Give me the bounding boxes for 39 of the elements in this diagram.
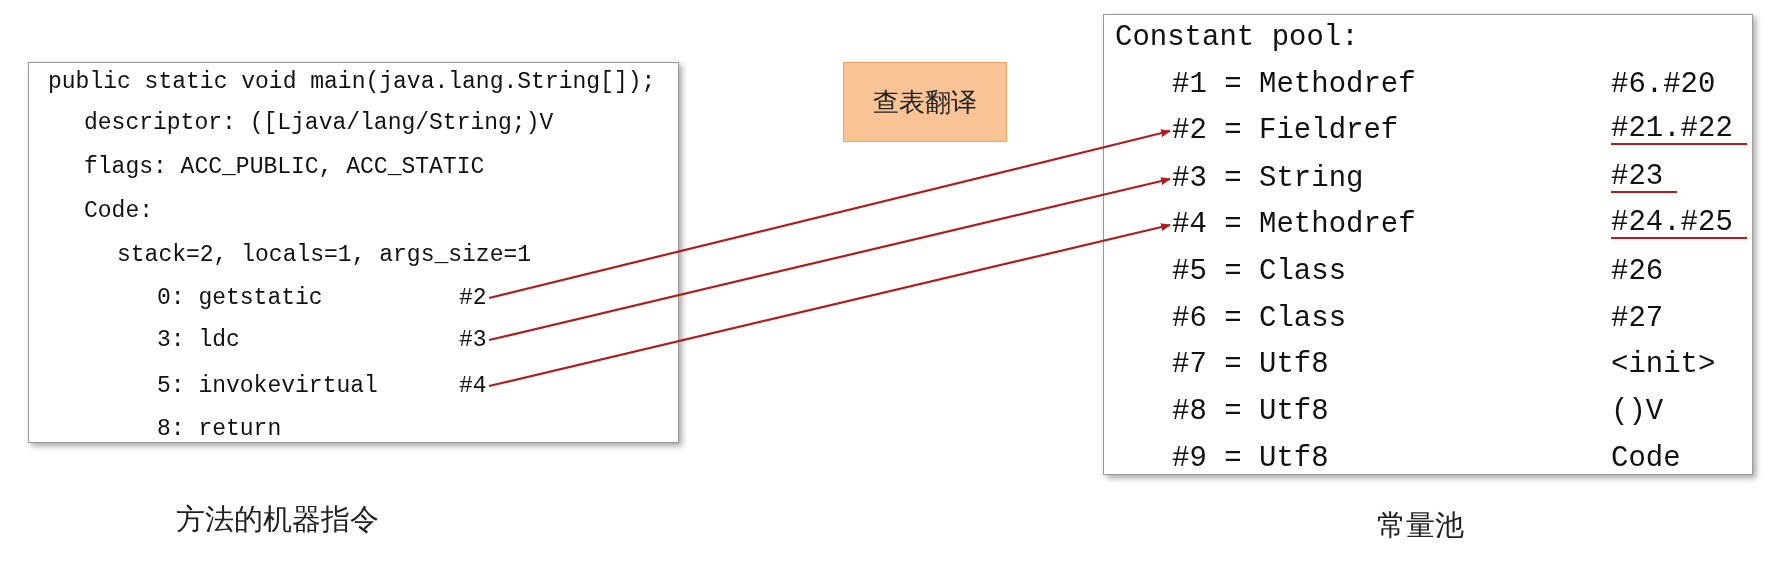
code-text: #8 = Utf8 — [1172, 396, 1329, 428]
reference-text: #24.#25 — [1611, 209, 1747, 239]
panel-label: 常量池 — [1376, 507, 1464, 544]
code-text: 0: getstatic — [157, 284, 323, 313]
arrow — [488, 129, 1171, 300]
reference-text: Code — [1611, 443, 1681, 475]
code-text: #4 = Methodref — [1172, 209, 1416, 241]
code-panel — [1103, 14, 1753, 475]
reference-text: #4 — [459, 372, 487, 401]
reference-text: #2 — [459, 284, 487, 313]
code-text: #9 = Utf8 — [1172, 443, 1329, 475]
code-text: #6 = Class — [1172, 303, 1347, 335]
arrow — [488, 223, 1171, 388]
code-text: 5: invokevirtual — [157, 372, 378, 401]
panel-heading: Constant pool: — [1115, 22, 1359, 54]
code-text: #3 = String — [1172, 163, 1364, 195]
code-line: descriptor: ([Ljava/lang/String;)V — [84, 107, 554, 139]
reference-text: #26 — [1611, 256, 1664, 288]
code-text: #2 = Fieldref — [1172, 115, 1399, 147]
label-box: 查表翻译 — [843, 62, 1007, 142]
reference-text: #27 — [1611, 303, 1664, 335]
code-text: #5 = Class — [1172, 256, 1347, 288]
code-text: #7 = Utf8 — [1172, 349, 1329, 381]
code-line: 8: return — [157, 413, 282, 445]
code-line: flags: ACC_PUBLIC, ACC_STATIC — [84, 151, 485, 183]
code-text: 3: ldc — [157, 326, 240, 355]
reference-text: #21.#22 — [1611, 115, 1747, 145]
arrow — [488, 177, 1171, 342]
code-panel — [28, 62, 679, 443]
panel-label: 方法的机器指令 — [175, 501, 379, 538]
reference-text: ()V — [1611, 396, 1664, 428]
reference-text: <init> — [1611, 349, 1716, 381]
reference-text: #23 — [1611, 163, 1678, 193]
code-text: #1 = Methodref — [1172, 69, 1416, 101]
reference-text: #3 — [459, 326, 487, 355]
code-line: stack=2, locals=1, args_size=1 — [117, 239, 532, 271]
reference-text: #6.#20 — [1611, 69, 1716, 101]
code-line: public static void main(java.lang.String[]); — [48, 66, 656, 98]
code-line: Code: — [84, 195, 153, 227]
